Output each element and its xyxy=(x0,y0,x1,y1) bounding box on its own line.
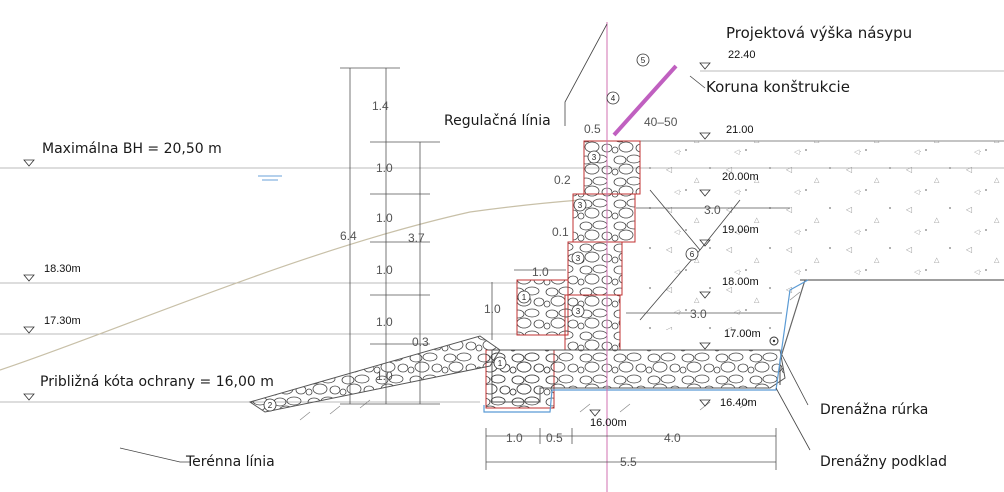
label-drenazna-rurka: Drenážna rúrka xyxy=(820,402,928,418)
marker-2: 2 xyxy=(268,401,273,410)
label-priblizna-kota: Približná kóta ochrany = 16,00 m xyxy=(40,374,274,390)
dim-1-0-a: 1.0 xyxy=(376,161,393,175)
dim-40-50: 40–50 xyxy=(644,115,678,129)
regulation-line xyxy=(612,64,678,137)
dim-3-0-b: 3.0 xyxy=(690,307,707,321)
horizontal-dimensions xyxy=(485,207,790,470)
level-20-00: 20.00m xyxy=(722,171,759,183)
drainage-layer xyxy=(483,279,809,413)
embankment-fill xyxy=(640,141,1004,330)
level-16-00: 16.00m xyxy=(590,417,627,429)
dim-3-7: 3.7 xyxy=(408,231,425,245)
dim-0-2: 0.2 xyxy=(554,173,571,187)
dim-0-3: 0.3 xyxy=(412,335,429,349)
marker-6: 6 xyxy=(690,250,695,259)
dim-0-5-top: 0.5 xyxy=(584,122,601,136)
dim-1-0-b: 1.0 xyxy=(376,211,393,225)
label-regulacna: Regulačná línia xyxy=(444,113,551,129)
level-18-30: 18.30m xyxy=(44,263,81,275)
drain-pipe xyxy=(769,336,779,346)
dim-1-0-c: 1.0 xyxy=(376,263,393,277)
marker-3d: 3 xyxy=(576,307,581,316)
level-17-00: 17.00m xyxy=(724,328,761,340)
dim-bottom-1-0: 1.0 xyxy=(506,431,523,445)
marker-1a: 1 xyxy=(522,293,527,302)
dim-bottom-5-5: 5.5 xyxy=(620,455,637,469)
marker-3b: 3 xyxy=(578,201,583,210)
level-16-40: 16.40m xyxy=(720,397,757,409)
label-drenazny-podklad: Drenážny podklad xyxy=(820,454,947,470)
marker-1b: 1 xyxy=(498,359,503,368)
dim-3-0-a: 3.0 xyxy=(704,203,721,217)
level-21-00: 21.00 xyxy=(726,124,754,136)
dim-1-0-e: 1.0 xyxy=(376,369,393,383)
dim-6-4: 6.4 xyxy=(340,229,357,243)
dim-bottom-0-5: 0.5 xyxy=(546,431,563,445)
label-terenna: Terénna línia xyxy=(185,454,275,470)
level-18-00: 18.00m xyxy=(722,276,759,288)
marker-5: 5 xyxy=(641,56,646,65)
ground-hatch xyxy=(299,291,801,421)
dim-1-0-left: 1.0 xyxy=(484,302,501,316)
label-projektova-vyska: Projektová výška násypu xyxy=(726,24,912,42)
label-maximalna-bh: Maximálna BH = 20,50 m xyxy=(42,141,222,157)
dim-1-0-d: 1.0 xyxy=(376,315,393,329)
leader-lines xyxy=(119,23,811,463)
terrain-line xyxy=(0,199,581,371)
marker-4: 4 xyxy=(611,94,616,103)
base-mattress xyxy=(491,349,786,403)
dim-1-0-step: 1.0 xyxy=(532,265,549,279)
level-markers xyxy=(23,62,711,417)
dim-1-4: 1.4 xyxy=(372,99,389,113)
numbered-markers xyxy=(263,53,699,412)
label-koruna: Koruna konštrukcie xyxy=(706,78,850,96)
dim-bottom-4-0: 4.0 xyxy=(664,431,681,445)
level-22-40: 22.40 xyxy=(728,49,756,61)
water-symbol xyxy=(258,175,282,181)
level-19-00: 19.00m xyxy=(722,224,759,236)
vertical-dimensions xyxy=(340,67,493,405)
apron-slope xyxy=(248,335,501,413)
marker-3a: 3 xyxy=(592,153,597,162)
dim-0-1: 0.1 xyxy=(552,225,569,239)
marker-3c: 3 xyxy=(576,254,581,263)
level-17-30: 17.30m xyxy=(44,315,81,327)
